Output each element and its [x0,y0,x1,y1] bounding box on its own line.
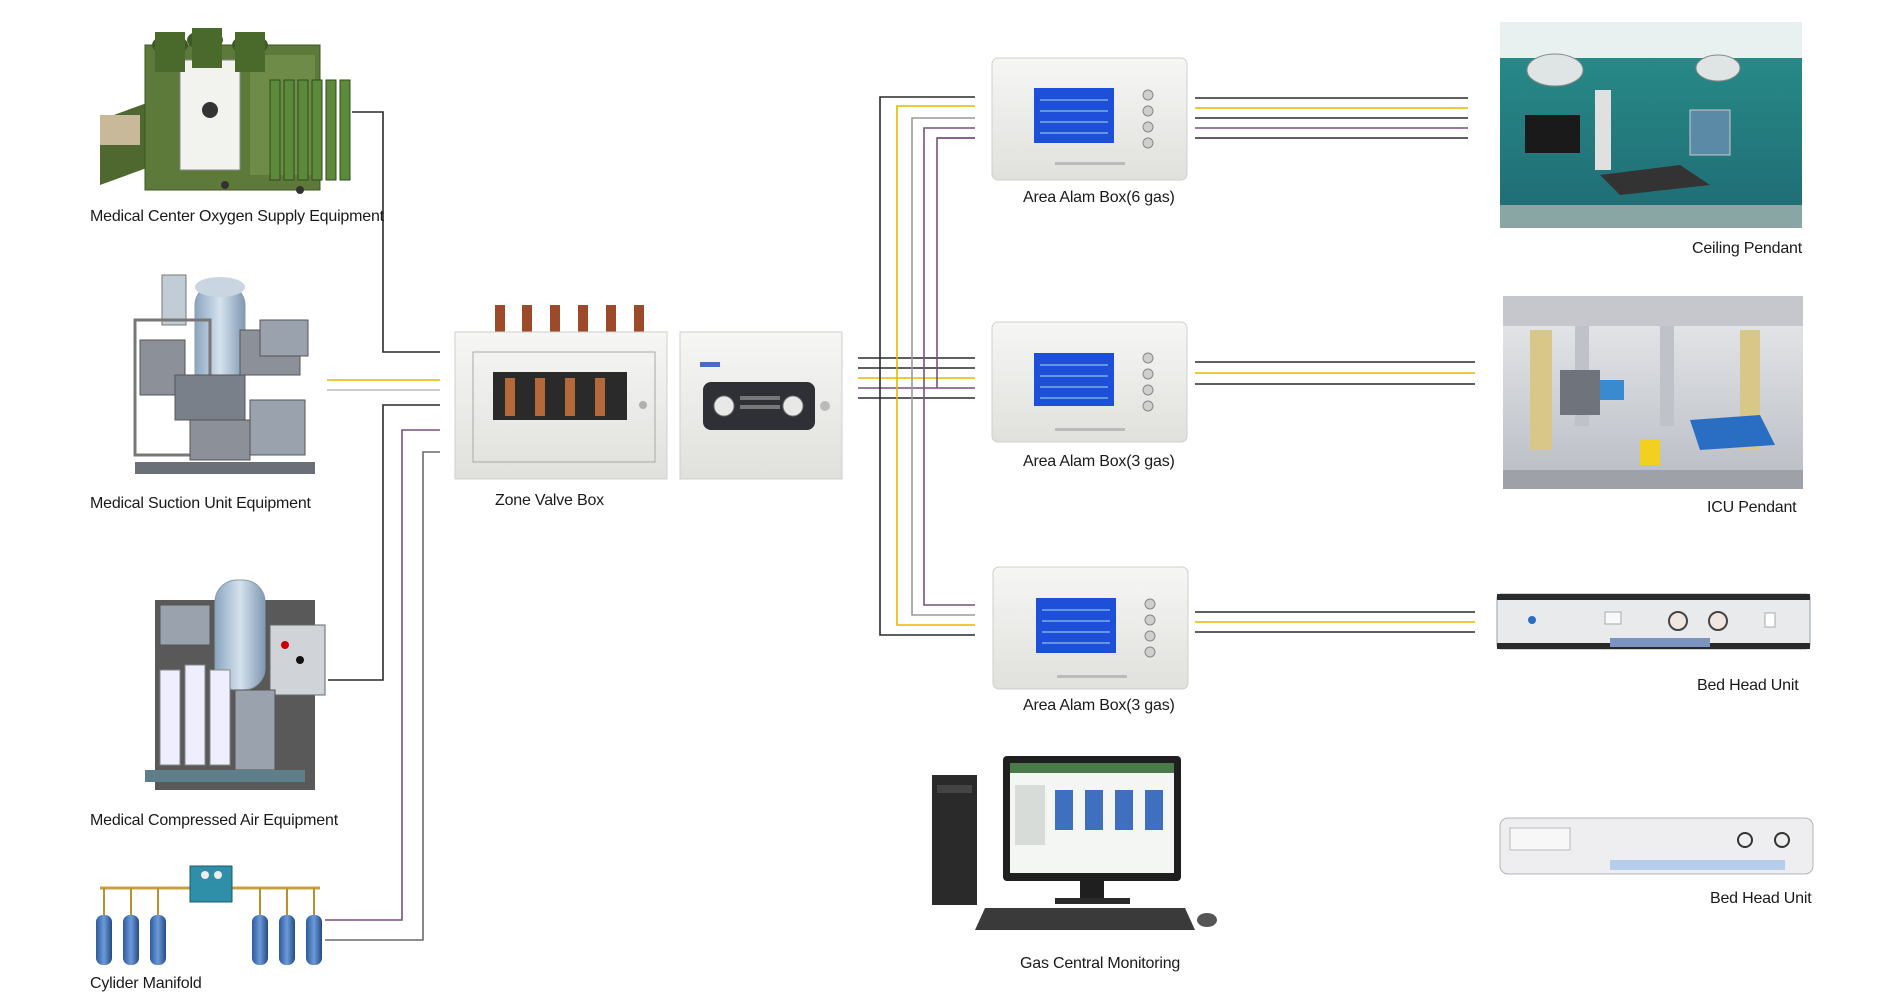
source-label-manifold: Cylider Manifold [90,975,202,992]
icu-pendant-image [1503,296,1803,489]
source-connectors [325,111,440,941]
manifold-line-gray [325,451,440,941]
oxygen-line [352,111,440,353]
source-label-suction: Medical Suction Unit Equipment [90,495,311,512]
bed-head-unit-2-image [1499,817,1814,875]
alarm-box-label-3: Area Alam Box(3 gas) [1023,697,1175,714]
hub-label: Zone Valve Box [495,492,604,509]
bed-head-unit-1-image [1496,593,1811,650]
zone-valve-box [454,305,843,480]
source-label-oxygen: Medical Center Oxygen Supply Equipment [90,208,384,225]
distribution-lines [858,96,975,636]
terminal-label-ceiling-pendant: Ceiling Pendant [1692,240,1802,257]
source-label-compressed-air: Medical Compressed Air Equipment [90,812,338,829]
terminal-label-bed-head-unit-2: Bed Head Unit [1710,890,1812,907]
suction-unit-equipment [133,274,315,474]
compressed-air-equipment [145,579,326,790]
terminal-label-icu-pendant: ICU Pendant [1707,499,1797,516]
terminal-lines [1195,97,1475,633]
manifold-line-purple [325,429,440,921]
alarm-box-1 [991,57,1188,181]
gas-central-monitoring-pc [932,756,1217,930]
cylinder-manifold [96,865,322,965]
alarm-box-label-1: Area Alam Box(6 gas) [1023,189,1175,206]
compressed-air-line [328,404,440,681]
ceiling-pendant-image [1500,22,1802,228]
oxygen-supply-equipment [100,28,351,194]
alarm-box-label-2: Area Alam Box(3 gas) [1023,453,1175,470]
alarm-box-3 [992,566,1189,690]
alarm-box-2 [991,321,1188,443]
monitoring-label: Gas Central Monitoring [1020,955,1181,972]
terminal-label-bed-head-unit-1: Bed Head Unit [1697,677,1799,694]
